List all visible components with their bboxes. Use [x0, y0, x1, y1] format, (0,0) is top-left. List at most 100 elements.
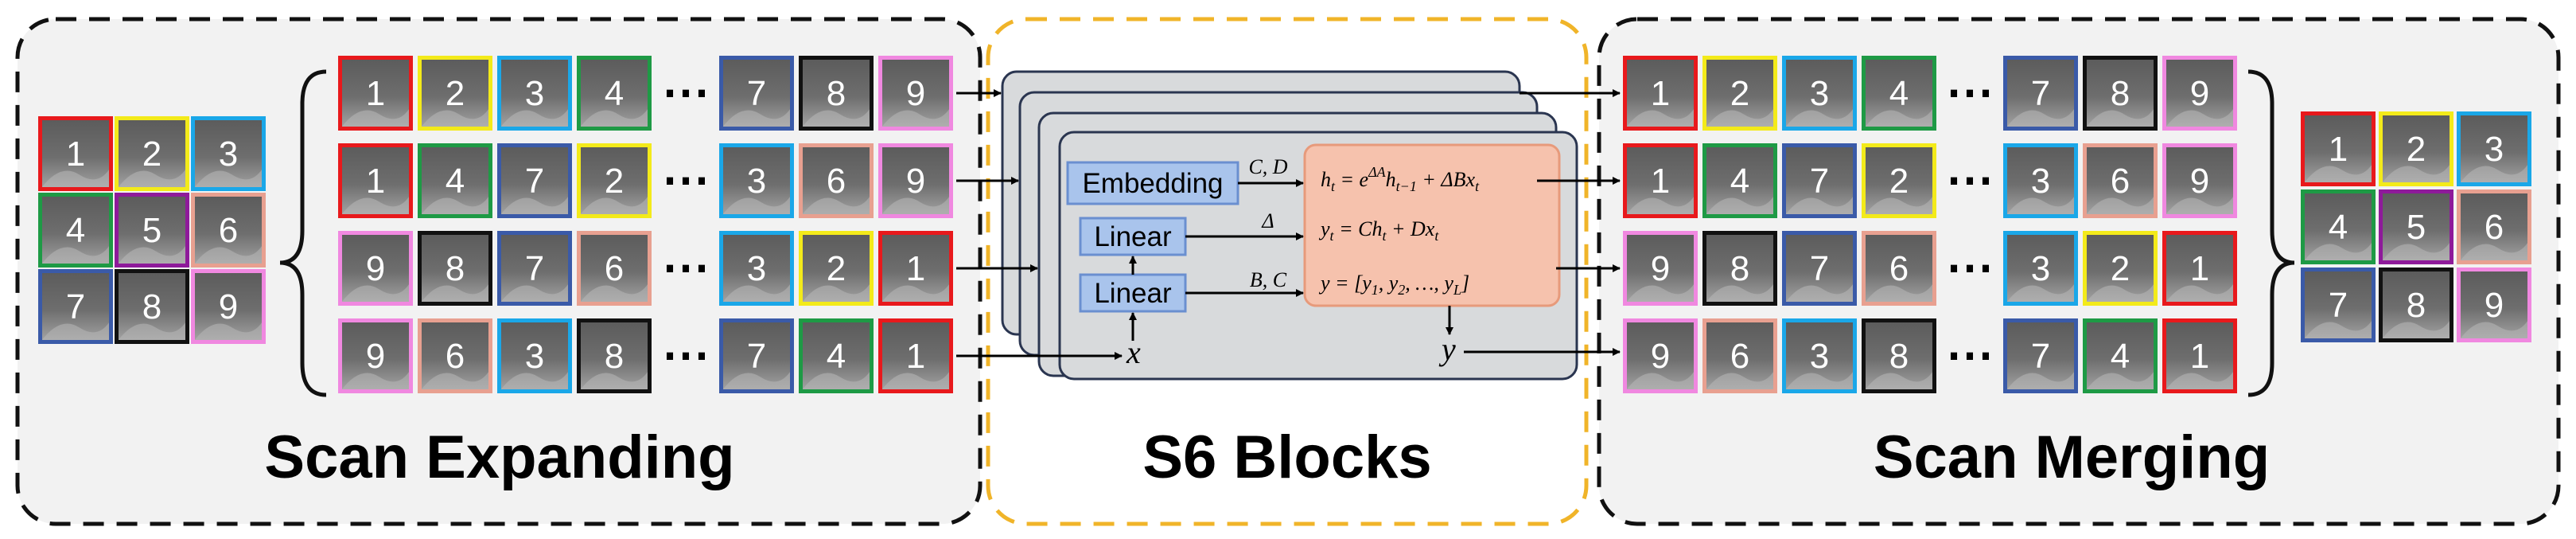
- patch-number: 1: [906, 337, 925, 376]
- patch-border: [1782, 143, 1857, 218]
- patch-texture: [2382, 241, 2450, 261]
- patch-border: [38, 269, 113, 344]
- patch-texture: [1785, 107, 1854, 127]
- patch-border: [799, 143, 874, 218]
- patch-border: [497, 56, 572, 131]
- patch-number: 9: [219, 287, 238, 326]
- patch-border: [2003, 143, 2078, 218]
- patch-number: 2: [1730, 74, 1749, 113]
- patch-border: [577, 231, 652, 306]
- patch-texture: [2304, 319, 2372, 339]
- ellipsis: ⋯: [662, 328, 710, 381]
- patch-border: [719, 56, 794, 131]
- patch-border: [1623, 56, 1698, 131]
- sequence-patch-7: 7: [719, 56, 794, 131]
- sequence-patch-1: 1: [878, 318, 953, 393]
- patch-border: [799, 56, 874, 131]
- patch-border: [878, 56, 953, 131]
- patch-texture: [118, 244, 186, 264]
- patch-texture: [1626, 107, 1695, 127]
- patch-number: 2: [827, 249, 846, 288]
- ellipsis: ⋯: [1946, 65, 1994, 119]
- patch-texture: [421, 283, 489, 303]
- label-cd: C, D: [1248, 155, 1287, 178]
- patch-texture: [2460, 241, 2528, 261]
- right-brace: [2247, 69, 2295, 397]
- embedding-label: Embedding: [1082, 168, 1223, 199]
- patch-number: 4: [827, 337, 846, 376]
- patch-number: 8: [827, 74, 846, 113]
- input-patch-4: 4: [38, 193, 113, 268]
- patch-texture: [802, 283, 870, 303]
- patch-texture: [421, 195, 489, 215]
- patch-texture: [802, 107, 870, 127]
- patch-number: 7: [2031, 74, 2050, 113]
- patch-number: 9: [366, 249, 385, 288]
- s6-blocks-title: S6 Blocks: [1142, 424, 1431, 491]
- sequence-patch-7: 7: [1782, 143, 1857, 218]
- patch-border: [418, 56, 492, 131]
- patch-border: [2457, 111, 2531, 186]
- patch-number: 9: [906, 162, 925, 201]
- output-patch-6: 6: [2457, 189, 2531, 264]
- patch-border: [191, 116, 266, 191]
- patch-texture: [2382, 319, 2450, 339]
- patch-number: 6: [446, 337, 465, 376]
- patch-texture: [881, 283, 950, 303]
- patch-border: [577, 318, 652, 393]
- patch-border: [338, 143, 413, 218]
- patch-border: [719, 318, 794, 393]
- patch-border: [799, 318, 874, 393]
- patch-number: 6: [2485, 208, 2504, 247]
- patch-texture: [341, 195, 410, 215]
- scan-expanding-title: Scan Expanding: [264, 424, 734, 491]
- patch-border: [2379, 189, 2453, 264]
- sequence-patch-1: 1: [1623, 56, 1698, 131]
- patch-number: 1: [366, 162, 385, 201]
- sequence-patch-1: 1: [878, 231, 953, 306]
- patch-texture: [500, 107, 569, 127]
- patch-texture: [1865, 107, 1933, 127]
- sequence-patch-4: 4: [1862, 56, 1936, 131]
- patch-number: 6: [605, 249, 624, 288]
- sequence-patch-8: 8: [418, 231, 492, 306]
- patch-number: 3: [219, 135, 238, 174]
- patch-texture: [2165, 370, 2234, 390]
- sequence-patch-6: 6: [1702, 318, 1777, 393]
- output-patch-3: 3: [2457, 111, 2531, 186]
- patch-texture: [722, 195, 791, 215]
- patch-number: 9: [1651, 249, 1670, 288]
- patch-border: [338, 56, 413, 131]
- patch-number: 9: [1651, 337, 1670, 376]
- output-patch-8: 8: [2379, 268, 2453, 342]
- patch-texture: [1785, 283, 1854, 303]
- sequence-patch-2: 2: [2083, 231, 2158, 306]
- patch-texture: [881, 107, 950, 127]
- patch-border: [2301, 111, 2376, 186]
- patch-number: 7: [2031, 337, 2050, 376]
- sequence-patch-6: 6: [2083, 143, 2158, 218]
- patch-number: 6: [827, 162, 846, 201]
- patch-border: [799, 231, 874, 306]
- input-patch-9: 9: [191, 269, 266, 344]
- patch-texture: [341, 283, 410, 303]
- patch-texture: [2086, 283, 2154, 303]
- sequence-patch-3: 3: [1782, 318, 1857, 393]
- patch-number: 6: [1889, 249, 1909, 288]
- patch-border: [2379, 268, 2453, 342]
- patch-texture: [2460, 163, 2528, 183]
- patch-texture: [194, 321, 263, 341]
- patch-border: [1702, 231, 1777, 306]
- linear-delta-label: Linear: [1094, 221, 1172, 252]
- patch-border: [2162, 318, 2237, 393]
- patch-number: 7: [525, 249, 544, 288]
- patch-texture: [2086, 195, 2154, 215]
- patch-texture: [341, 107, 410, 127]
- patch-number: 3: [747, 249, 766, 288]
- sequence-patch-3: 3: [719, 143, 794, 218]
- patch-border: [38, 116, 113, 191]
- patch-texture: [580, 195, 648, 215]
